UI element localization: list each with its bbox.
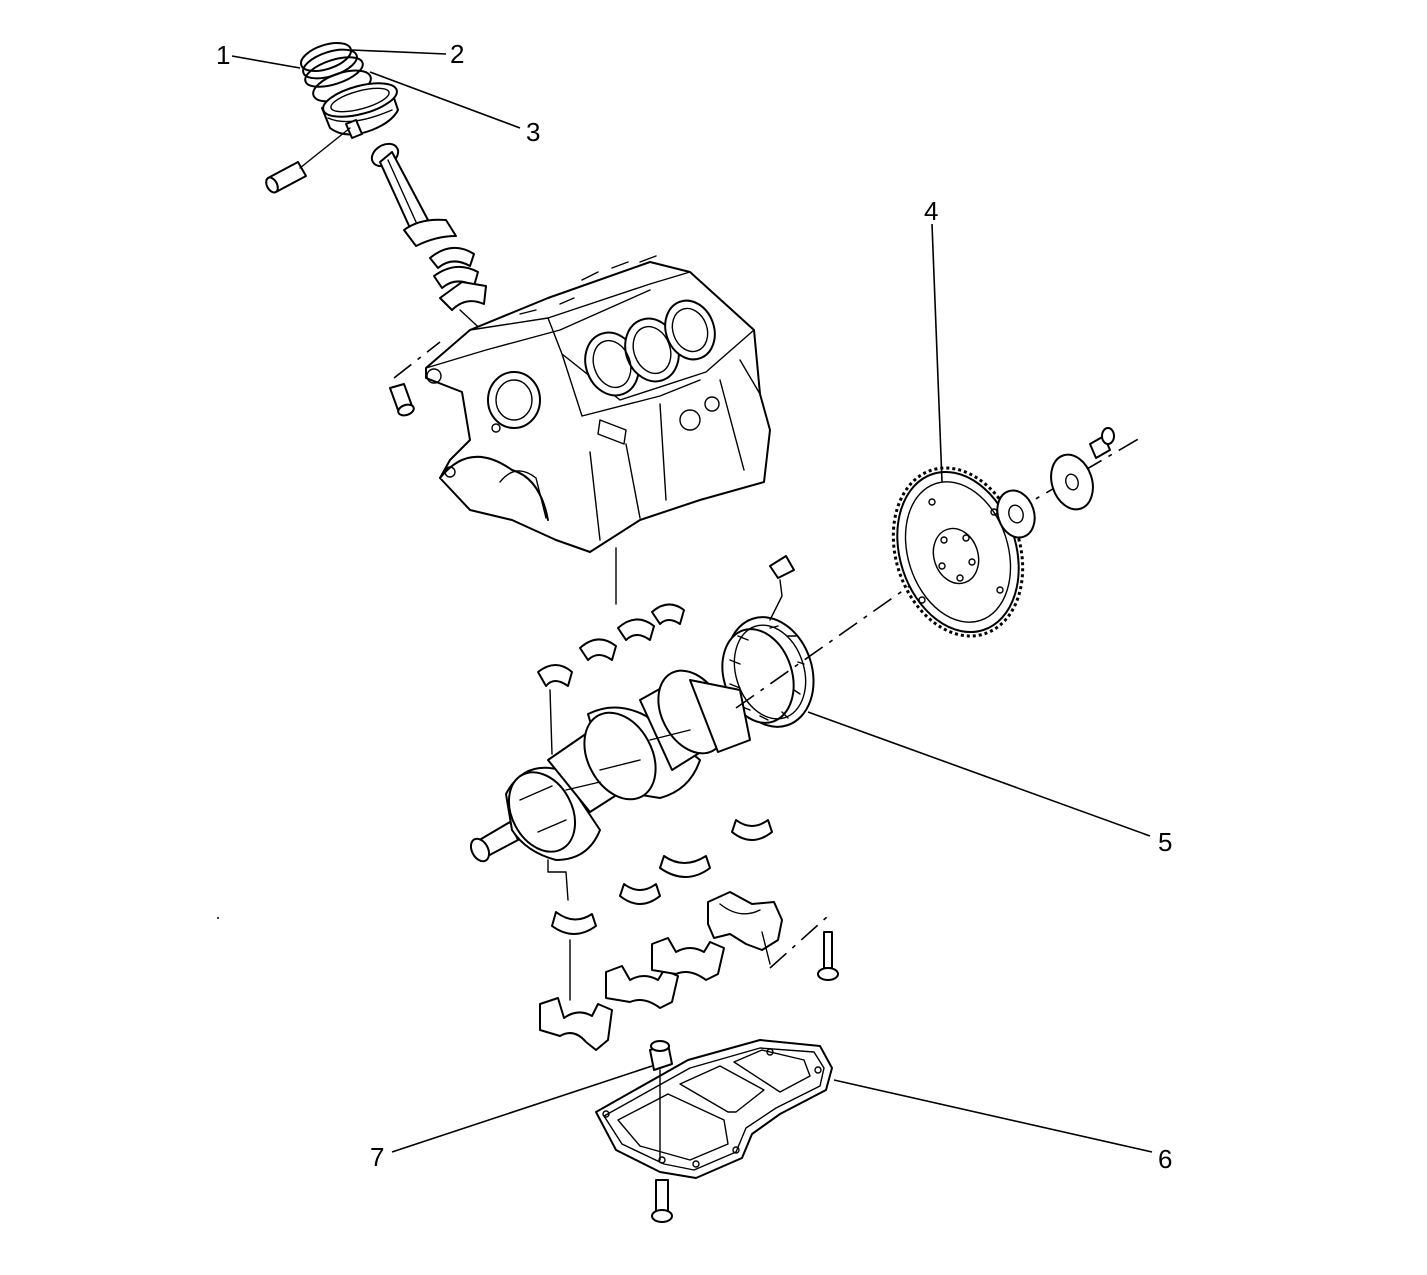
rod-bearing-cap: [429, 247, 489, 337]
pan-bolt: [651, 1179, 673, 1223]
connecting-rod: [370, 142, 457, 247]
callout-1: 1: [216, 40, 230, 70]
callout-2: 2: [450, 39, 464, 69]
main-cap-bolt: [761, 915, 839, 981]
lower-main-bearings: [551, 819, 773, 935]
piston-pin: [265, 127, 351, 194]
callout-3: 3: [526, 117, 540, 147]
leader-lines: [231, 49, 1153, 1153]
piston: [321, 82, 399, 139]
main-caps: [539, 891, 783, 1051]
callout-numbers: 1 2 3 4 5 6 7: [216, 39, 1172, 1174]
flywheel-plate: [1050, 453, 1094, 511]
oil-pan-plug: [649, 1040, 673, 1161]
callout-6: 6: [1158, 1144, 1172, 1174]
callout-5: 5: [1158, 827, 1172, 857]
flywheel: [891, 466, 1025, 638]
callout-4: 4: [924, 196, 938, 226]
stray-dot: [217, 917, 219, 919]
seal-bolt: [769, 555, 795, 621]
flywheel-bolt: [1089, 427, 1115, 459]
flywheel-spacer: [996, 489, 1036, 539]
engine-block: [425, 255, 771, 553]
oil-pan-gasket: [595, 1039, 833, 1179]
crankshaft: [469, 669, 751, 863]
upper-main-bearings: [537, 603, 685, 687]
block-bolt: [389, 341, 441, 417]
callout-7: 7: [370, 1142, 384, 1172]
